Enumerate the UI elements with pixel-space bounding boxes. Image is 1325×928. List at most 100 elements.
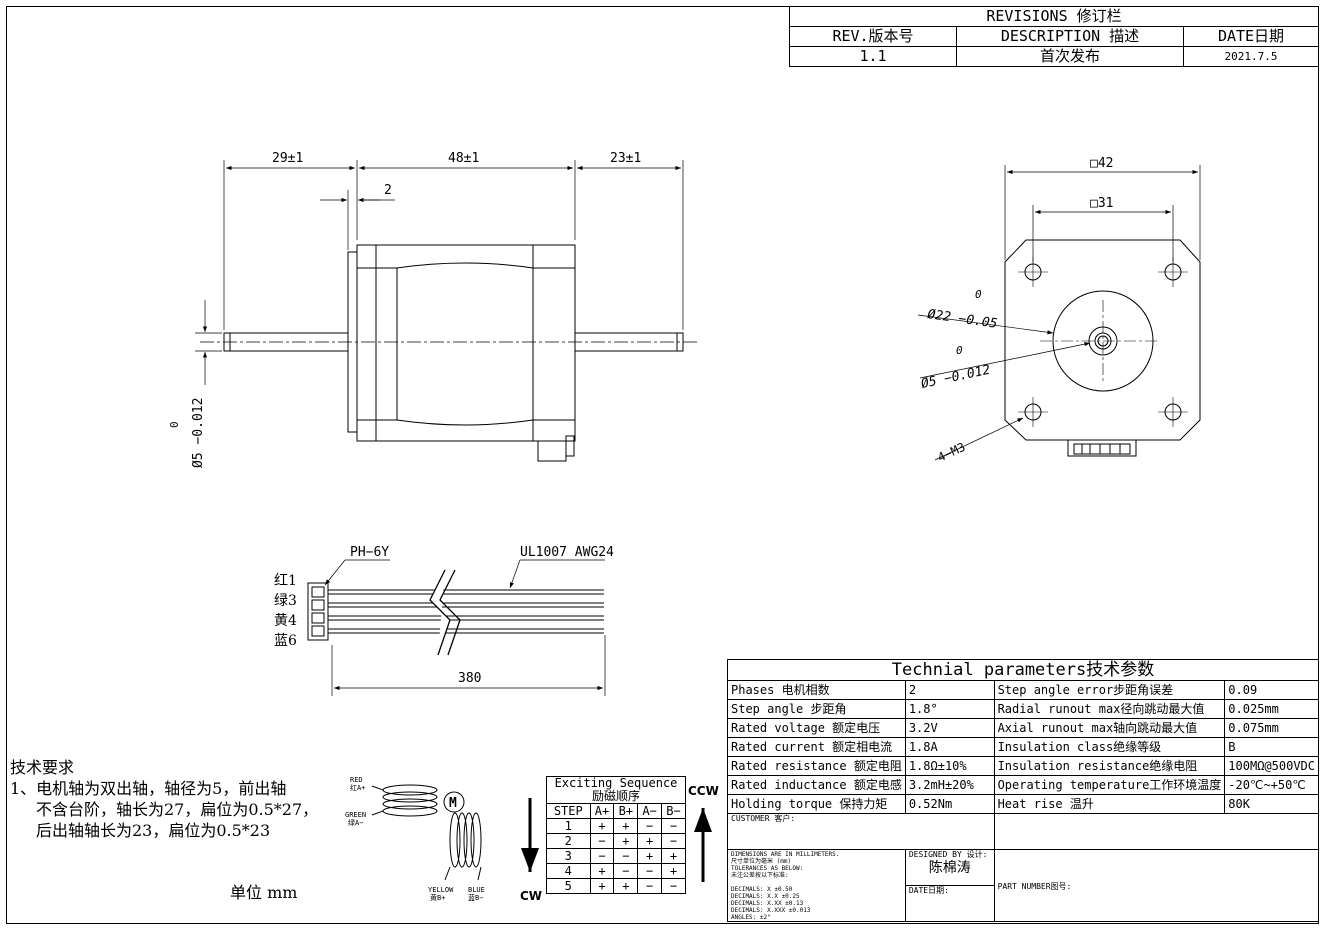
dim-shaft-dia: Ø5 −0.012	[191, 398, 206, 468]
technical-notes: 技术要求 1、电机轴为双出轴，轴径为5，前出轴 不含台阶，轴长为27，扁位为0.…	[10, 757, 318, 841]
seq-header: B+	[613, 803, 639, 819]
seq-cell: +	[589, 878, 615, 894]
seq-cell: −	[613, 848, 639, 864]
param-name: Holding torque 保持力矩	[727, 794, 906, 814]
designed-by-label: DESIGNED BY 设计:	[908, 850, 988, 859]
customer-row: CUSTOMER 客户:	[727, 813, 1320, 850]
unit-label: 单位 mm	[230, 883, 298, 902]
param-value: -20℃~+50℃	[1224, 775, 1319, 795]
seq-cell: −	[661, 878, 686, 894]
notes-line-2: 不含台阶，轴长为27，扁位为0.5*27，	[36, 800, 319, 819]
connector-label: PH−6Y	[350, 545, 389, 560]
seq-cell: 1	[546, 818, 591, 834]
param-value: 3.2mH±20%	[904, 775, 995, 795]
table-row: 1++−−	[546, 818, 686, 834]
dim-lead-length: 380	[458, 671, 481, 686]
motor-symbol: M	[449, 796, 457, 811]
param-name: Rated inductance 额定电感	[727, 775, 906, 795]
tolerance-line: TOLERANCES AS BELOW:	[731, 865, 804, 872]
seq-cell: +	[589, 863, 615, 879]
revision-row: 1.1 首次发布 2021.7.5	[789, 46, 1319, 67]
param-name: Rated current 额定相电流	[727, 737, 906, 757]
desc-value: 首次发布	[956, 46, 1184, 67]
lead-drawing	[307, 559, 606, 696]
dim-square-inner: □31	[1090, 196, 1113, 211]
notes-line-1: 1、电机轴为双出轴，轴径为5，前出轴	[10, 779, 287, 798]
seq-cell: +	[613, 833, 639, 849]
param-value: 80K	[1224, 794, 1319, 814]
customer-blank	[993, 813, 1320, 850]
coil-red-cn: 红A+	[350, 783, 365, 792]
rev-col-header: REV.版本号	[789, 26, 957, 47]
notes-line-3: 后出轴轴长为23，扁位为0.5*23	[36, 821, 271, 840]
dim-shaft-front-tol: 0	[956, 344, 963, 357]
seq-cell: +	[613, 818, 639, 834]
tolerance-line: DIMENSIONS ARE IN MILLIMETERS.	[731, 851, 840, 858]
coil-blue-label: BLUE	[468, 886, 485, 894]
table-row: 5++−−	[546, 878, 686, 894]
sequence-title-cn: 励磁顺序	[591, 789, 640, 803]
sequence-title-en: Exciting Sequence	[554, 776, 678, 790]
tolerance-line: 未注公差按以下标准:	[731, 872, 789, 879]
seq-cell: +	[661, 863, 686, 879]
dim-square-outer: □42	[1090, 156, 1113, 171]
coil-green-label: GREEN	[345, 811, 366, 819]
seq-cell: −	[589, 848, 615, 864]
param-name: Insulation resistance绝缘电阻	[993, 756, 1226, 776]
table-row: 4+−−+	[546, 863, 686, 879]
date-label: DATE日期:	[904, 885, 995, 922]
dim-body: 48±1	[448, 151, 479, 166]
param-value: 2	[904, 680, 995, 700]
date-row: DATE日期:	[728, 885, 1319, 922]
table-row: 3−−++	[546, 848, 686, 864]
param-name: Operating temperature工作环境温度	[993, 775, 1226, 795]
seq-cell: +	[637, 848, 663, 864]
designer-name: 陈棉涛	[928, 860, 971, 876]
wire-blue: 蓝6	[274, 633, 297, 649]
param-name: Insulation class绝缘等级	[993, 737, 1226, 757]
param-name: Radial runout max径向跳动最大值	[993, 699, 1226, 719]
cw-label: CW	[520, 889, 542, 903]
param-name: Rated voltage 额定电压	[727, 718, 906, 738]
wire-red: 红1	[274, 573, 297, 589]
seq-cell: 2	[546, 833, 591, 849]
seq-header: A+	[589, 803, 615, 819]
front-view	[917, 165, 1201, 461]
ccw-label: CCW	[688, 784, 719, 798]
param-name: Heat rise 温升	[993, 794, 1226, 814]
tolerance-block: DIMENSIONS ARE IN MILLIMETERS. 尺寸单位为毫米 (…	[727, 849, 906, 922]
seq-cell: +	[661, 848, 686, 864]
seq-cell: +	[637, 833, 663, 849]
param-value: 3.2V	[904, 718, 995, 738]
param-name: Rated resistance 额定电阻	[727, 756, 906, 776]
dim-boss-dia: Ø22 −0.05	[926, 307, 998, 332]
seq-cell: 5	[546, 878, 591, 894]
seq-cell: −	[637, 878, 663, 894]
table-row: 2−++−	[546, 833, 686, 849]
drawing-frame	[6, 6, 1319, 924]
seq-cell: −	[637, 863, 663, 879]
param-name: Phases 电机相数	[727, 680, 906, 700]
dim-boss-tol: 0	[975, 288, 982, 301]
seq-header: B−	[661, 803, 686, 819]
seq-header: A−	[637, 803, 663, 819]
customer-label: CUSTOMER 客户:	[727, 813, 995, 850]
param-name: Step angle 步距角	[727, 699, 906, 719]
dim-front-shaft: 29±1	[272, 151, 303, 166]
params-title: Technial parameters技术参数	[727, 659, 1319, 681]
coil-yellow-cn: 黄B+	[430, 893, 445, 902]
coil-yellow-label: YELLOW	[428, 886, 454, 894]
part-number-cell: PART NUMBER图号:	[993, 849, 1320, 922]
dim-holes: 4−M3	[935, 440, 967, 465]
dim-shaft-front-dia: Ø5 −0.012	[920, 363, 992, 392]
seq-cell: 3	[546, 848, 591, 864]
exciting-sequence-table: Exciting Sequence 励磁顺序 STEP A+ B+ A− B− …	[546, 776, 686, 894]
wire-label: UL1007 AWG24	[520, 545, 614, 560]
seq-cell: −	[637, 818, 663, 834]
